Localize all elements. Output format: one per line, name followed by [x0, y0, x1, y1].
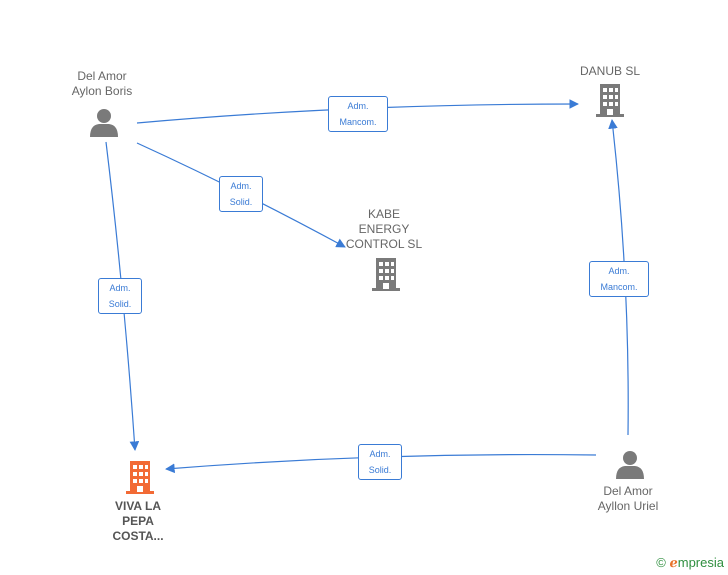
brand-mark: ℯ: [669, 555, 678, 570]
node-label-line: Aylon Boris: [71, 84, 133, 98]
node-label-line: DANUB SL: [579, 64, 641, 78]
edge-label-line: Adm.: [608, 266, 630, 276]
person-icon: [616, 451, 644, 479]
edge-label-uriel-viva: Adm. Solid.: [358, 444, 402, 480]
node-label-line: VIVA LA: [114, 499, 161, 513]
node-label-line: Del Amor: [77, 69, 127, 83]
edge-label-line: Solid.: [108, 299, 132, 309]
node-label-line: CONTROL SL: [345, 237, 423, 251]
node-label-line: Del Amor: [603, 484, 653, 498]
building-icon: [596, 84, 624, 117]
node-label-line: KABE: [367, 207, 400, 221]
node-label-line: COSTA...: [112, 529, 164, 543]
edge-label-boris-kabe: Adm. Solid.: [219, 176, 263, 212]
building-icon: [126, 461, 154, 494]
node-label-viva-la-pepa[interactable]: VIVA LA PEPA COSTA...: [88, 499, 188, 544]
edge-label-line: Mancom.: [339, 117, 377, 127]
edge-label-line: Mancom.: [600, 282, 638, 292]
edge-label-line: Solid.: [229, 197, 253, 207]
edge-label-line: Adm.: [369, 449, 391, 459]
node-label-line: ENERGY: [358, 222, 410, 236]
node-label-kabe[interactable]: KABE ENERGY CONTROL SL: [334, 207, 434, 252]
edge-label-boris-danub: Adm. Mancom.: [328, 96, 388, 132]
node-label-line: PEPA: [122, 514, 154, 528]
empresia-logo: © ℯmpresia: [656, 555, 724, 571]
edge-label-line: Adm.: [347, 101, 369, 111]
edge-label-boris-viva: Adm. Solid.: [98, 278, 142, 314]
node-label-del-amor-uriel[interactable]: Del Amor Ayllon Uriel: [578, 484, 678, 514]
edge-label-line: Solid.: [368, 465, 392, 475]
copyright-symbol: ©: [656, 555, 666, 570]
brand-name: mpresia: [677, 555, 724, 570]
edge-label-line: Adm.: [109, 283, 131, 293]
node-label-del-amor-boris[interactable]: Del Amor Aylon Boris: [52, 69, 152, 99]
building-icon: [372, 258, 400, 291]
person-icon: [90, 109, 118, 137]
node-label-line: Ayllon Uriel: [597, 499, 659, 513]
edge-label-uriel-danub: Adm. Mancom.: [589, 261, 649, 297]
node-label-danub[interactable]: DANUB SL: [560, 64, 660, 79]
edge-label-line: Adm.: [230, 181, 252, 191]
